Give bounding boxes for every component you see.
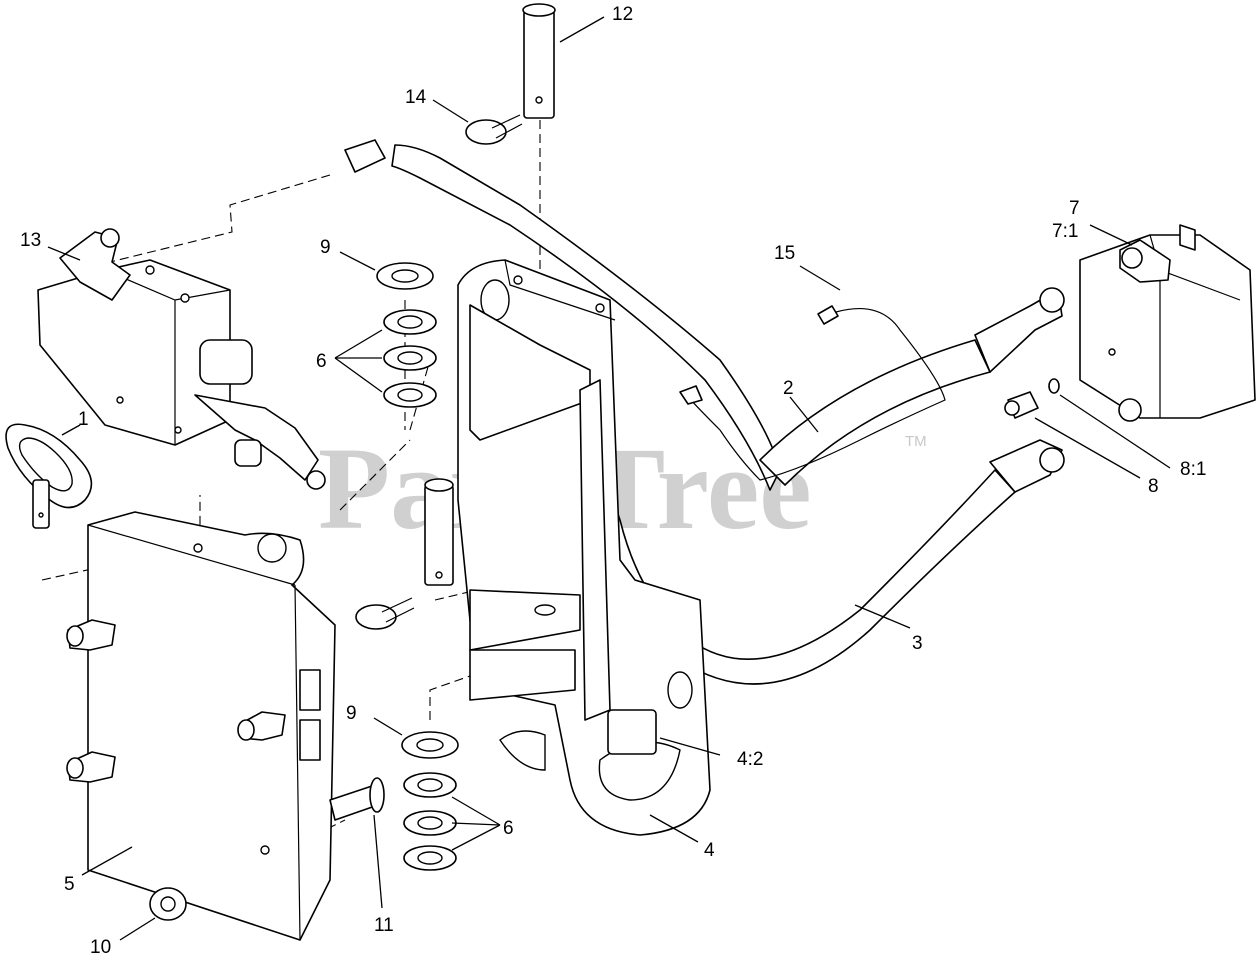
t-handle-pin (5, 423, 93, 529)
callout-9-bottom: 9 (346, 703, 357, 724)
fitting-8 (1004, 378, 1060, 419)
mounting-plate (87, 511, 336, 941)
washer-stack-top (376, 262, 437, 408)
cable-tie (679, 305, 946, 481)
clevis-pin-bottom (329, 777, 385, 821)
callout-10: 10 (90, 937, 111, 958)
callout-4: 4 (704, 840, 715, 861)
clevis-pin-top (522, 3, 556, 119)
hydraulic-valve-block (37, 259, 326, 490)
callout-6-bottom: 6 (503, 818, 514, 839)
hydraulic-motor (1079, 224, 1256, 422)
washer-stack-bottom (401, 731, 459, 871)
callout-8-1: 8:1 (1180, 459, 1206, 480)
plate-studs (66, 619, 286, 783)
mounting-bracket (457, 259, 711, 836)
callout-3: 3 (912, 633, 923, 654)
callout-leaders (47, 16, 1171, 941)
clevis-pin-middle (355, 478, 454, 630)
flange-nut (149, 887, 187, 921)
callout-15: 15 (774, 243, 795, 264)
elbow-fitting-left (59, 228, 131, 301)
callout-1: 1 (78, 409, 89, 430)
callout-7-1: 7:1 (1052, 221, 1078, 242)
hairpin-clip-top (465, 114, 523, 145)
watermark-trademark: TM (905, 433, 927, 450)
callout-2: 2 (783, 378, 794, 399)
callout-9-top: 9 (320, 237, 331, 258)
callout-8: 8 (1148, 476, 1159, 497)
hose-upper (344, 139, 1065, 491)
callout-11: 11 (374, 915, 394, 936)
callout-13: 13 (20, 230, 41, 251)
callout-4-2: 4:2 (737, 749, 763, 770)
callout-7: 7 (1069, 198, 1080, 219)
callout-labels: 12 14 13 9 6 1 15 2 7 7:1 8:1 8 3 4:2 4 … (20, 4, 1206, 958)
callout-14: 14 (405, 87, 427, 108)
callout-6-top: 6 (316, 351, 327, 372)
callout-5: 5 (64, 874, 75, 895)
callout-12: 12 (612, 4, 633, 25)
